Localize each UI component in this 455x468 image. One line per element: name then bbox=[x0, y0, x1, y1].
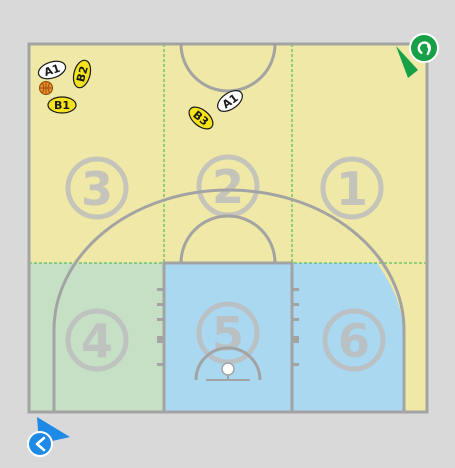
player-b1-corner[interactable]: B1 bbox=[47, 96, 77, 114]
center-circle-half bbox=[179, 43, 277, 93]
zone-number-5-text: 5 bbox=[212, 307, 244, 361]
zone-lower-right-corner-fill bbox=[377, 263, 427, 412]
zone-number-3: 3 bbox=[65, 156, 129, 220]
three-point-line bbox=[52, 188, 406, 412]
player-b2-corner[interactable]: B2 bbox=[71, 58, 94, 89]
restricted-area bbox=[194, 346, 262, 381]
basketball-icon bbox=[39, 81, 53, 95]
zone-number-1: 1 bbox=[320, 156, 384, 220]
player-label: B1 bbox=[54, 99, 70, 112]
zone-number-1-text: 1 bbox=[336, 162, 368, 216]
zone-lower-left-fill bbox=[29, 263, 164, 412]
zone-upper-fill bbox=[29, 44, 427, 263]
zone-lower-right-fill bbox=[292, 263, 404, 412]
chevron-left-icon bbox=[35, 436, 46, 452]
zone-number-4: 4 bbox=[65, 308, 129, 372]
player-a1-top[interactable]: A1 bbox=[214, 86, 246, 115]
bottom-left-marker[interactable] bbox=[27, 417, 70, 457]
court-lines bbox=[27, 42, 429, 414]
top-right-marker-arrow bbox=[396, 46, 418, 78]
zone-number-5: 5 bbox=[196, 301, 260, 365]
player-label: B2 bbox=[74, 65, 91, 84]
zone-number-6: 6 bbox=[322, 308, 386, 372]
zone-number-4-text: 4 bbox=[81, 314, 113, 368]
zone-number-6-text: 6 bbox=[338, 314, 370, 368]
player-label: A1 bbox=[42, 62, 61, 79]
player-a1-corner[interactable]: A1 bbox=[36, 58, 68, 82]
zone-number-3-text: 3 bbox=[81, 162, 113, 216]
hoop bbox=[221, 362, 235, 380]
top-right-marker[interactable] bbox=[396, 33, 439, 78]
zone-number-2-text: 2 bbox=[212, 160, 244, 214]
player-b3-top[interactable]: B3 bbox=[185, 103, 217, 133]
paint-fill bbox=[164, 263, 292, 412]
free-throw-lane bbox=[162, 261, 294, 414]
rotate-arrow-icon bbox=[417, 41, 432, 56]
lane-hash-marks bbox=[157, 288, 299, 366]
free-throw-circle-top bbox=[179, 214, 277, 264]
zone-dividers bbox=[29, 44, 427, 264]
